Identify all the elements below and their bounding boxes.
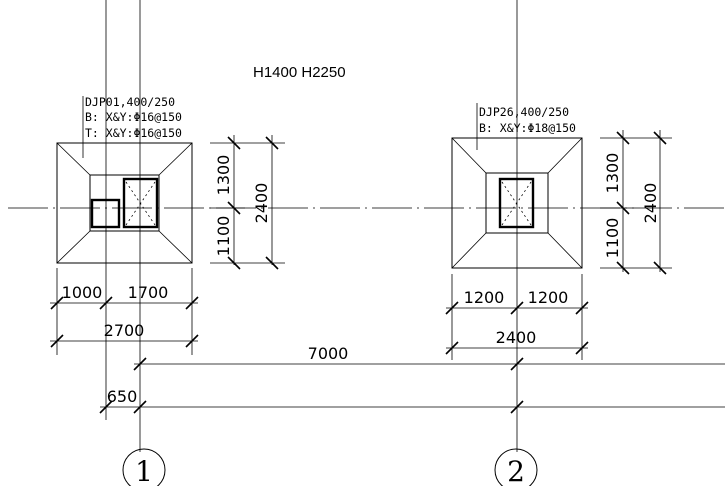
grid-span-dim: 7000 [308,344,349,363]
footing-2-label-1: DJP26,400/250 [479,105,569,119]
footing-1: DJP01,400/250 B: X&Y:Φ16@150 T: X&Y:Φ16@… [50,95,285,355]
footing-1-dim-h-left: 1000 [62,283,103,302]
footing-1-dim-v-total: 2400 [252,183,271,224]
footing-1-column-b [122,177,159,229]
footing-1-dim-v-bottom: 1100 [214,216,233,257]
grid-dimensions: 7000 650 [99,344,725,414]
footing-2-dim-h-left: 1200 [464,288,505,307]
footing-1-inner [89,174,160,232]
footing-2-outline [451,137,583,269]
footing-2-dim-v-bottom: 1100 [603,218,622,259]
footing-1-label-1: DJP01,400/250 [85,95,175,109]
footing-1-outline [56,142,193,264]
footing-1-label-2: B: X&Y:Φ16@150 [85,110,182,124]
axis-bubble-1: 1 [122,448,166,486]
axis-label-2: 2 [507,455,525,486]
footing-1-label-3: T: X&Y:Φ16@150 [85,126,182,140]
footing-1-dim-v-top: 1300 [214,155,233,196]
footing-2-label-2: B: X&Y:Φ18@150 [479,121,576,135]
axis-bubble-2: 2 [494,448,538,486]
footing-2-column [498,177,535,229]
note-text: H1400 H2250 [253,64,346,81]
footing-2-dim-h-right: 1200 [528,288,569,307]
footing-2: DJP26,400/250 B: X&Y:Φ18@150 1300 1100 2… [445,103,672,360]
axis-label-1: 1 [135,455,153,486]
footing-1-column-a [90,198,121,229]
footing-2-dim-h-total: 2400 [496,328,537,347]
footing-1-dim-h-right: 1700 [128,283,169,302]
footing-2-inner [485,172,549,234]
footing-1-dim-h-total: 2700 [104,321,145,340]
footing-2-dim-v-total: 2400 [641,183,660,224]
footing-2-dim-v-top: 1300 [603,153,622,194]
grid-offset-dim: 650 [107,387,138,406]
